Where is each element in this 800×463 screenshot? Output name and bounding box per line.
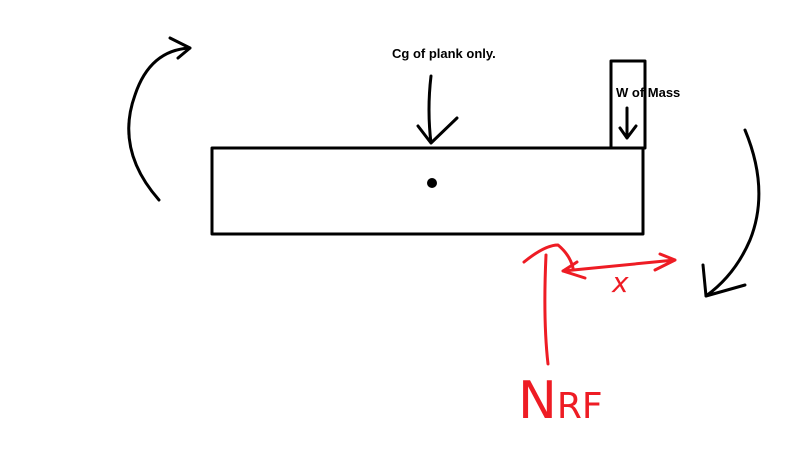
normal-force-symbol: N — [518, 371, 557, 431]
cg-arrow — [416, 74, 459, 145]
weight-label: W of Mass — [616, 85, 680, 100]
normal-force-arrow — [522, 243, 575, 366]
normal-force-label: NRF — [518, 371, 603, 431]
normal-force-subscript: RF — [557, 386, 603, 427]
distance-arrow — [561, 252, 677, 280]
distance-label: x — [611, 266, 629, 299]
plank — [210, 146, 645, 236]
cg-label: Cg of plank only. — [392, 46, 496, 61]
clockwise-arrow-right — [701, 128, 761, 298]
center-of-gravity-dot — [427, 178, 437, 188]
weight-arrow — [618, 106, 638, 140]
counterclockwise-arrow-left — [127, 36, 192, 202]
mass-block — [609, 59, 647, 150]
